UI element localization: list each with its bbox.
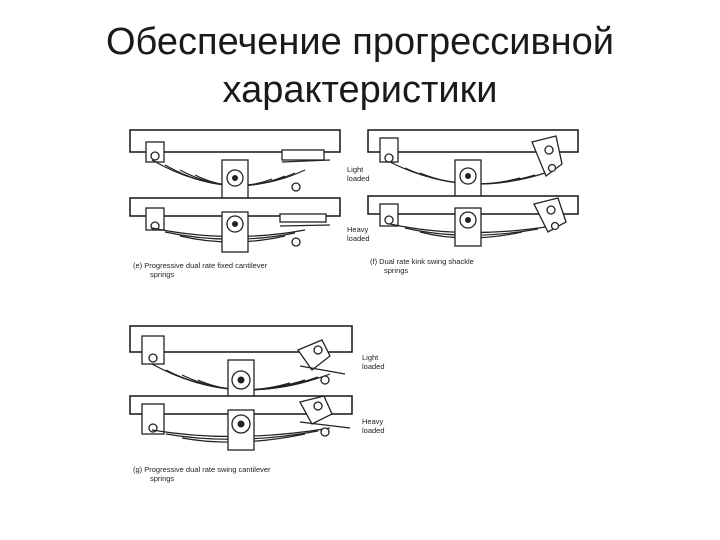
caption-e-line-1: (e) Progressive dual rate fixed cantilev… — [133, 261, 268, 270]
eye-bolt — [384, 215, 394, 225]
pivot-pin — [313, 345, 323, 355]
eye-bolt — [148, 353, 158, 363]
shackle-pin — [547, 163, 557, 173]
label-loaded: loaded — [362, 426, 385, 435]
axle-center — [465, 217, 471, 223]
cantilever-helper-leaf — [281, 149, 325, 161]
chassis-frame — [367, 129, 579, 153]
cantilever-helper-leaf — [299, 365, 346, 375]
eye-bolt — [384, 153, 394, 163]
chassis-frame — [129, 129, 341, 153]
label-loaded: loaded — [347, 234, 370, 243]
axle-center — [232, 175, 238, 181]
shackle-pin — [544, 145, 554, 155]
slide-title-line-1: Обеспечение прогрессивной — [105, 21, 615, 63]
hanger-bracket — [141, 403, 165, 435]
cantilever-helper-leaf — [299, 421, 351, 429]
label-loaded: loaded — [362, 362, 385, 371]
label-light: Light — [362, 353, 379, 362]
label-heavy: Heavy — [362, 417, 384, 426]
caption-g-line-1: (g) Progressive dual rate swing cantilev… — [133, 465, 271, 474]
pivot-pin — [313, 401, 323, 411]
shackle-pin — [320, 375, 330, 385]
figure-e-light-assembly — [129, 129, 341, 203]
label-light: Light — [347, 165, 364, 174]
figure-g: Light loaded Heavy loaded (g) Progressiv… — [129, 325, 385, 483]
shackle-pin — [546, 205, 556, 215]
helper-leaf — [279, 224, 331, 227]
label-heavy: Heavy — [347, 225, 369, 234]
shackle-pin — [320, 427, 330, 437]
figure-e-heavy-assembly — [129, 197, 341, 253]
shackle-pin — [550, 221, 560, 231]
cantilever-helper-leaf — [279, 213, 327, 223]
shackle-pin — [291, 237, 301, 247]
figure-f-heavy-assembly — [367, 195, 579, 247]
swing-shackle — [531, 135, 563, 178]
figure-e: Light loaded Heavy loaded (e) Progressiv… — [129, 129, 370, 279]
slide-title-line-2: характеристики — [222, 69, 498, 111]
caption-f-line-1: (f) Dual rate kink swing shackle — [370, 257, 474, 266]
eye-bolt — [150, 151, 160, 161]
shackle-pin — [291, 182, 301, 192]
caption-g-line-2: springs — [150, 474, 174, 483]
axle-center — [237, 420, 245, 428]
helper-leaf — [281, 159, 331, 163]
figure-f: (f) Dual rate kink swing shackle springs — [367, 129, 579, 275]
label-loaded: loaded — [347, 174, 370, 183]
axle-center — [237, 376, 245, 384]
figure-g-light-assembly — [129, 325, 353, 407]
slide-title: Обеспечение прогрессивной характеристики — [0, 18, 720, 114]
swing-cantilever — [297, 339, 331, 371]
axle-center — [465, 173, 471, 179]
axle-center — [232, 221, 238, 227]
caption-e-line-2: springs — [150, 270, 174, 279]
figure-g-heavy-assembly — [129, 395, 353, 451]
figure-f-light-assembly — [367, 129, 579, 201]
caption-f-line-2: springs — [384, 266, 408, 275]
